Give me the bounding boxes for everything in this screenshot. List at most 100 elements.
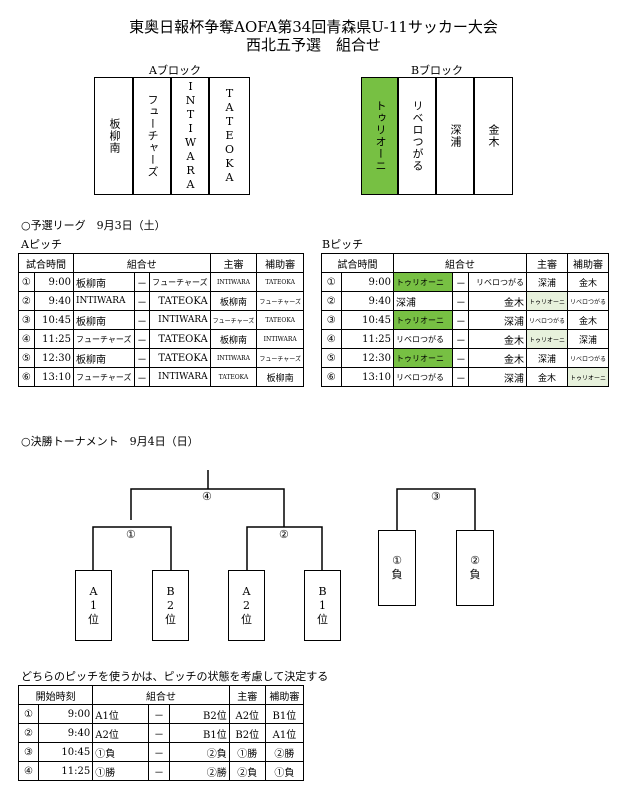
bracket-label-final: ④: [201, 490, 213, 503]
away-team: 深浦: [468, 367, 527, 387]
match-time: 11:25: [38, 761, 94, 781]
referee: A2位: [228, 704, 266, 724]
assistant-referee: ①負: [264, 761, 305, 781]
match-time: 10:45: [38, 742, 94, 762]
bracket-line: [130, 488, 285, 527]
bracket-slot-loser-2: ② 負: [456, 530, 494, 606]
page-title: 東奥日報杯争奪AOFA第34回青森県U-11サッカー大会: [129, 18, 498, 36]
match-number: ④: [17, 761, 40, 781]
header-match: 組合せ: [92, 685, 230, 705]
slot-text: B 1 位: [317, 584, 328, 626]
assistant-referee: A1位: [264, 723, 305, 743]
versus-dash: －: [148, 704, 170, 724]
bracket-slot-b1: B 1 位: [304, 570, 341, 641]
away-team: B1位: [168, 723, 230, 743]
team-name: リベロつがる: [411, 100, 424, 172]
match-number: ⑥: [321, 367, 342, 387]
versus-dash: －: [452, 291, 470, 311]
match-time: 9:40: [38, 723, 94, 743]
assistant-referee: 板柳南: [256, 367, 304, 387]
home-team: トゥリオーニ: [392, 348, 454, 368]
table-header-row: 試合時間 組合せ 主審 補助審: [321, 253, 610, 273]
team-name: 深浦: [449, 124, 462, 148]
block-b-team-2: リベロつがる: [397, 77, 437, 195]
home-team: ①勝: [92, 761, 150, 781]
bracket-slot-a1: A 1 位: [75, 570, 112, 641]
bracket-line: [92, 526, 172, 570]
referee: トゥリオーニ: [525, 291, 568, 311]
assistant-referee: B1位: [264, 704, 305, 724]
referee: ①勝: [228, 742, 266, 762]
slot-text: B 2 位: [165, 584, 176, 626]
tournament-heading: ○決勝トーナメント 9月4日（日）: [21, 435, 199, 448]
match-time: 11:25: [33, 329, 74, 349]
a-pitch-label: Aピッチ: [21, 238, 62, 251]
block-a-team-3: INTIWARA: [170, 77, 210, 195]
bracket-slot-b2: B 2 位: [152, 570, 189, 641]
block-a-team-2: フューチャーズ: [132, 77, 172, 195]
team-name: INTIWARA: [184, 80, 197, 192]
block-a-team-4: TATEOKA: [208, 77, 250, 195]
header-assistant: 補助審: [566, 253, 610, 273]
bracket-label-semi-2: ②: [278, 528, 290, 541]
block-a-team-1: 板柳南: [94, 77, 134, 195]
assistant-referee: ②勝: [264, 742, 305, 762]
slot-text: ① 負: [391, 554, 403, 581]
match-number: ②: [17, 723, 40, 743]
versus-dash: －: [148, 761, 170, 781]
block-b-team-3: 深浦: [435, 77, 475, 195]
table-header-row: 試合時間 組合せ 主審 補助審: [18, 253, 304, 273]
home-team: ①負: [92, 742, 150, 762]
bracket-line: [396, 488, 476, 530]
versus-dash: －: [133, 367, 151, 387]
versus-dash: －: [148, 742, 170, 762]
assistant-referee: INTIWARA: [256, 329, 304, 349]
home-team: A2位: [92, 723, 150, 743]
assistant-referee: トゥリオーニ: [566, 367, 610, 387]
home-team: A1位: [92, 704, 150, 724]
team-name: トゥリオーニ: [374, 100, 387, 172]
slot-text: A 2 位: [241, 584, 252, 626]
bracket-slot-a2: A 2 位: [228, 570, 265, 641]
match-time: 9:00: [38, 704, 94, 724]
versus-dash: －: [148, 723, 170, 743]
assistant-referee: フューチャーズ: [256, 348, 304, 368]
home-team: トゥリオーニ: [392, 272, 454, 292]
bracket-line: [246, 526, 323, 570]
b-pitch-label: Bピッチ: [322, 238, 364, 251]
team-name: フューチャーズ: [146, 94, 159, 178]
versus-dash: －: [452, 310, 470, 330]
bracket-label-semi-1: ①: [125, 528, 137, 541]
referee: ②負: [228, 761, 266, 781]
page-subtitle: 西北五予選 組合せ: [245, 36, 381, 54]
away-team: ②負: [168, 742, 230, 762]
home-team: リベロつがる: [392, 367, 454, 387]
team-name: 金木: [487, 124, 500, 148]
block-b-team-4: 金木: [473, 77, 513, 195]
table-header-row: 開始時刻 組合せ 主審 補助審: [17, 685, 305, 705]
match-time: 13:10: [340, 367, 394, 387]
league-heading: ○予選リーグ 9月3日（土）: [21, 219, 166, 232]
bracket-label-third: ③: [430, 490, 442, 503]
versus-dash: －: [452, 367, 470, 387]
home-team: フューチャーズ: [72, 367, 135, 387]
referee: B2位: [228, 723, 266, 743]
slot-text: ② 負: [469, 554, 481, 581]
team-name: TATEOKA: [223, 87, 236, 185]
